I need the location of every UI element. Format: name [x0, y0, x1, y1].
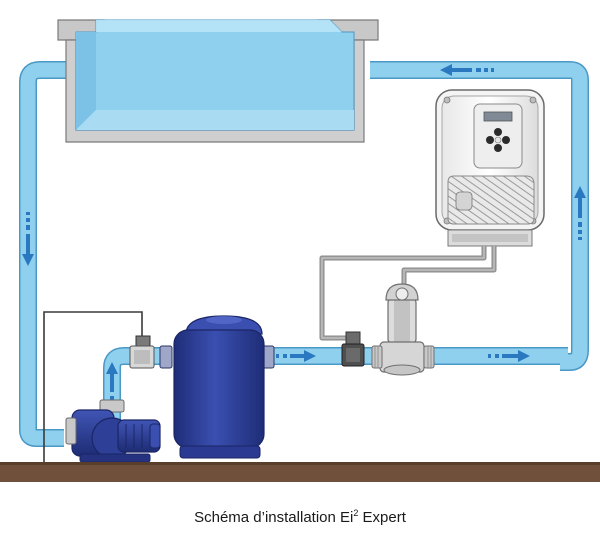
flow-arrow-left	[22, 212, 34, 266]
controller-keypad	[486, 128, 510, 152]
diagram-caption: Schéma d’installation Ei2 Expert	[0, 500, 600, 539]
flow-arrow-return	[488, 350, 530, 362]
controller-unit	[435, 89, 545, 247]
installation-diagram	[0, 19, 600, 482]
controller-cables	[319, 246, 497, 341]
caption-superscript: 2	[353, 508, 359, 518]
pool-pump	[65, 399, 161, 463]
ground-strip	[0, 462, 600, 482]
flow-arrow-right	[574, 186, 586, 240]
earth-clamp	[129, 335, 155, 369]
flow-arrow-top	[440, 64, 494, 76]
caption-main: Schéma d’installation Ei	[194, 509, 354, 526]
flow-sensor	[341, 331, 365, 367]
earth-wire	[43, 311, 143, 462]
controller-display	[483, 111, 513, 122]
pool	[57, 19, 379, 143]
flow-arrow-filter-out	[276, 350, 316, 362]
sand-filter	[159, 315, 275, 459]
electrolysis-cell	[371, 283, 435, 376]
caption-suffix: Expert	[358, 509, 406, 526]
